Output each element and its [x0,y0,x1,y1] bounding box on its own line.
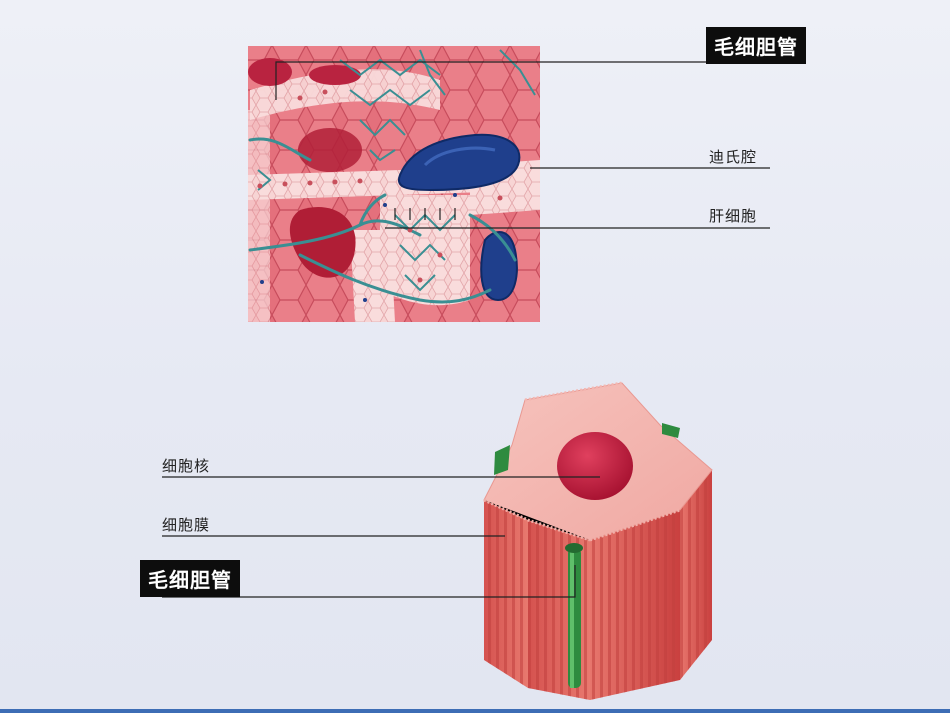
liver-tissue-illustration [248,46,540,322]
label-cell-membrane: 细胞膜 [162,516,211,534]
bottom-accent-bar [0,709,950,713]
nucleus-shape [557,432,633,500]
label-bile-canaliculus-top: 毛细胆管 [706,27,806,64]
label-hepatocyte: 肝细胞 [709,207,758,225]
label-space-of-disse: 迪氏腔 [709,148,758,166]
leader-lines-top [275,61,770,229]
hepatocyte-3d-model [483,381,713,700]
leader-lines-bottom [162,476,600,598]
label-nucleus: 细胞核 [162,457,211,475]
label-bile-canaliculus-bottom: 毛细胆管 [140,560,240,597]
